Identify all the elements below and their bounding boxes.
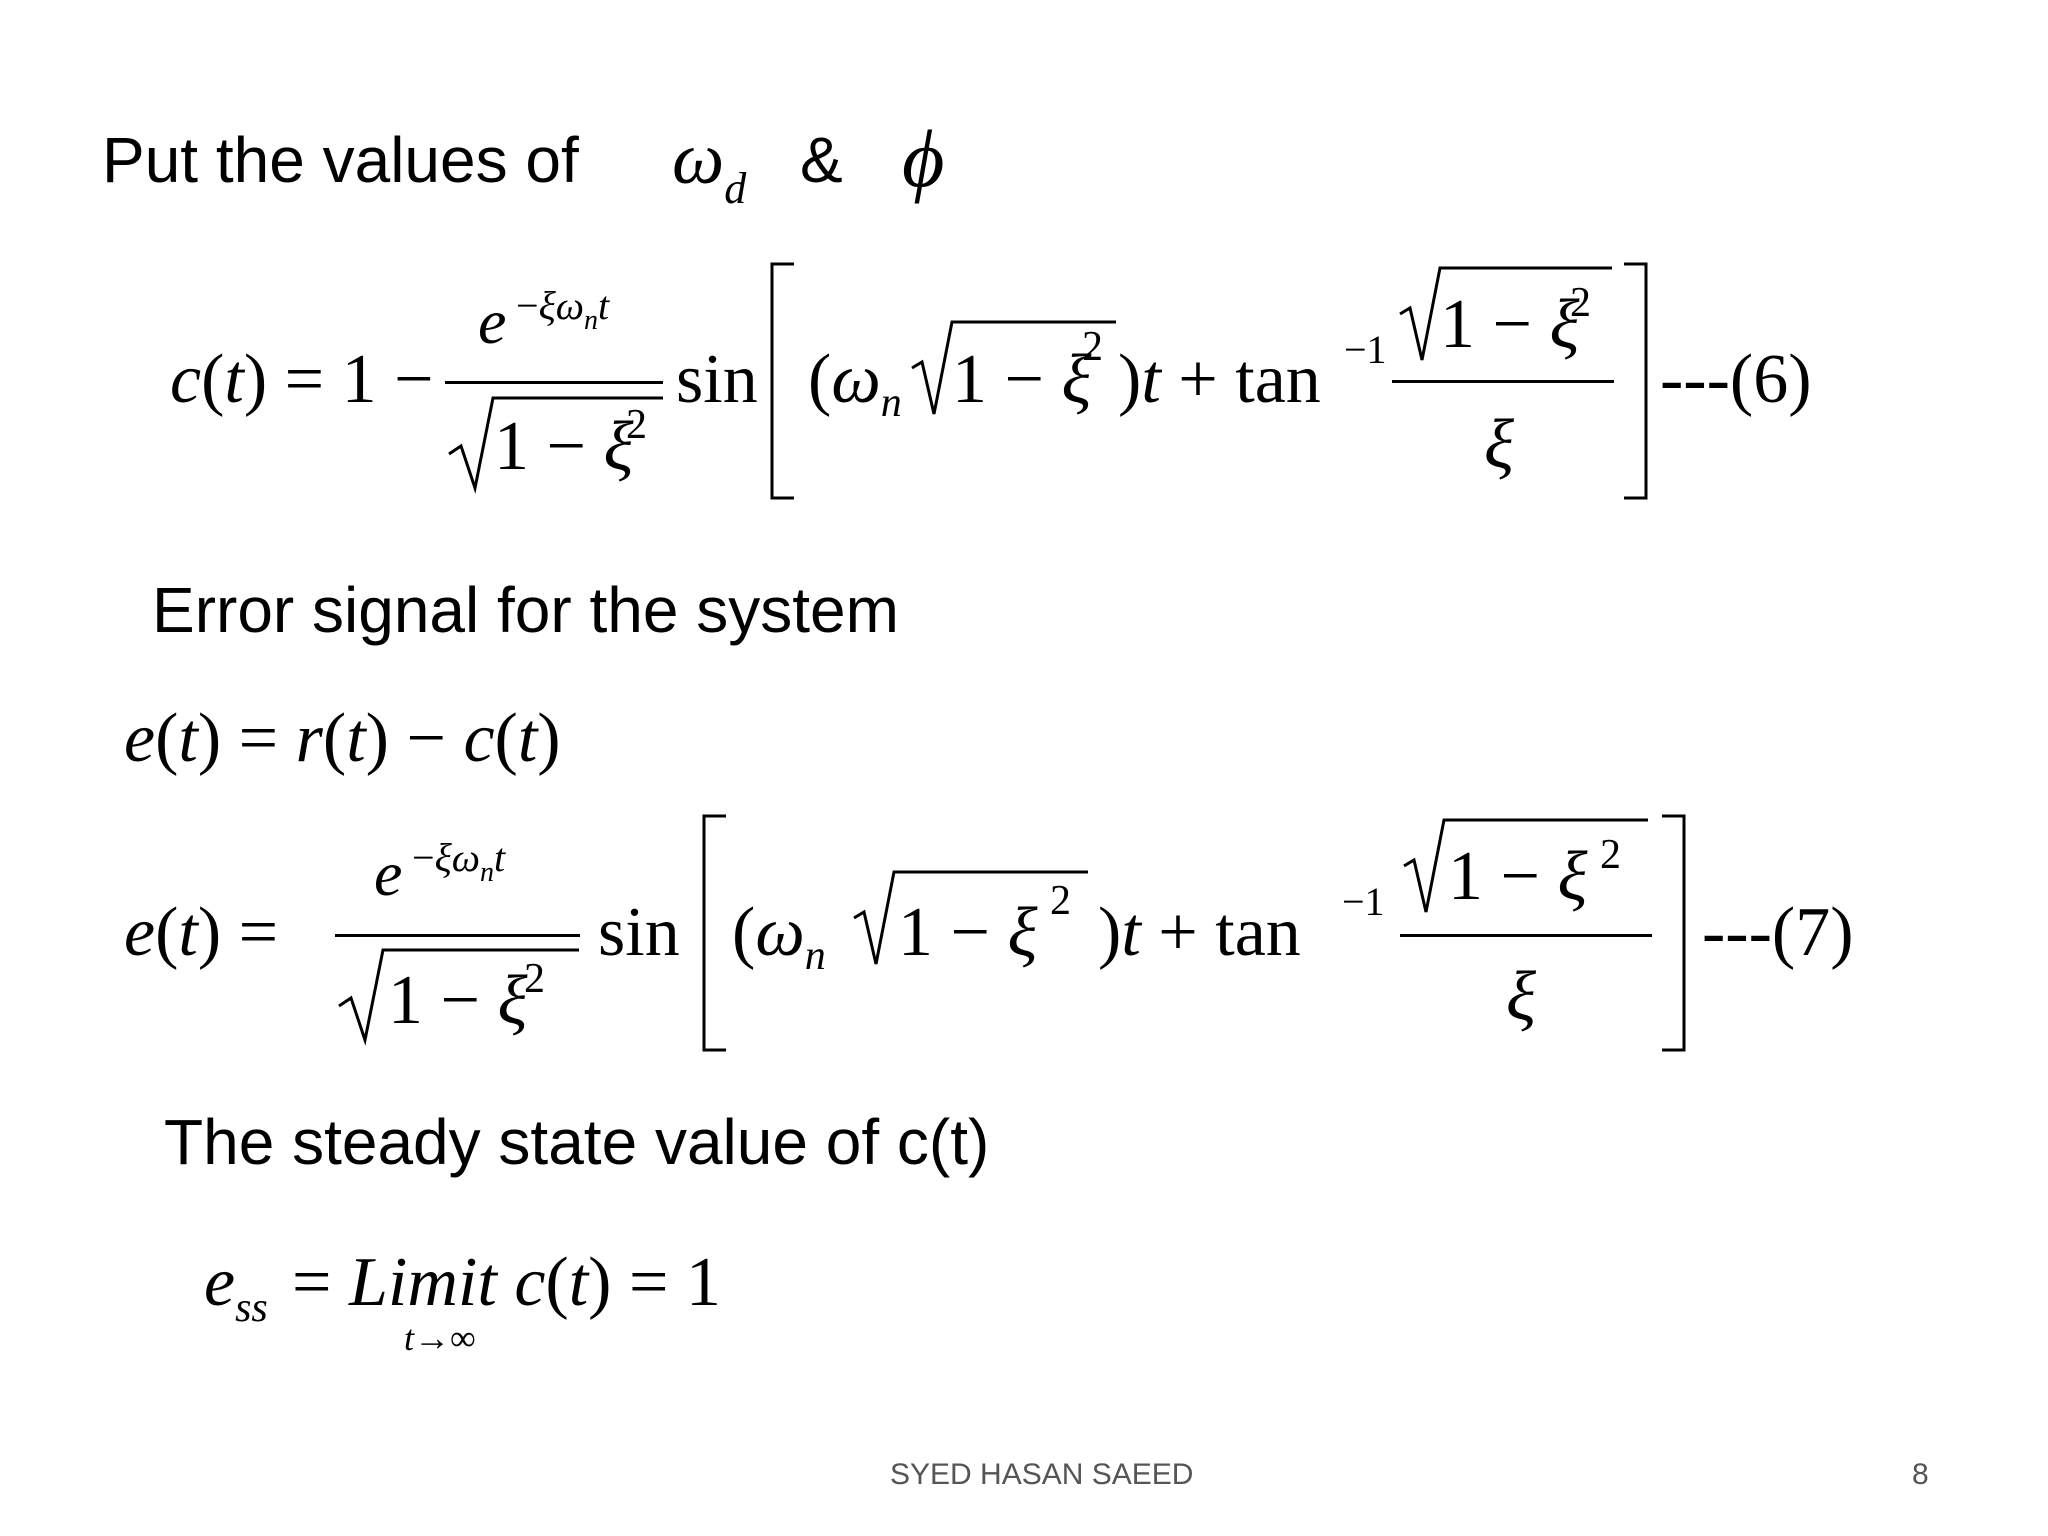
page-number: 8	[1912, 1458, 1929, 1491]
footer-author: SYED HASAN SAEED	[890, 1458, 1194, 1491]
heading-text: Put the values of	[102, 124, 579, 196]
section-error-signal: Error signal for the system	[152, 574, 899, 646]
equation-error-definition: e(t) = r(t) − c(t)	[124, 700, 561, 777]
heading-ampersand: &	[800, 124, 843, 196]
equation-6-label: ---(6)	[1660, 341, 1812, 418]
equation-7-label: ---(7)	[1702, 894, 1854, 971]
omega-d-symbol: ωd	[672, 118, 747, 213]
section-steady-state: The steady state value of c(t)	[164, 1106, 990, 1178]
phi-symbol: ϕ	[902, 113, 945, 204]
